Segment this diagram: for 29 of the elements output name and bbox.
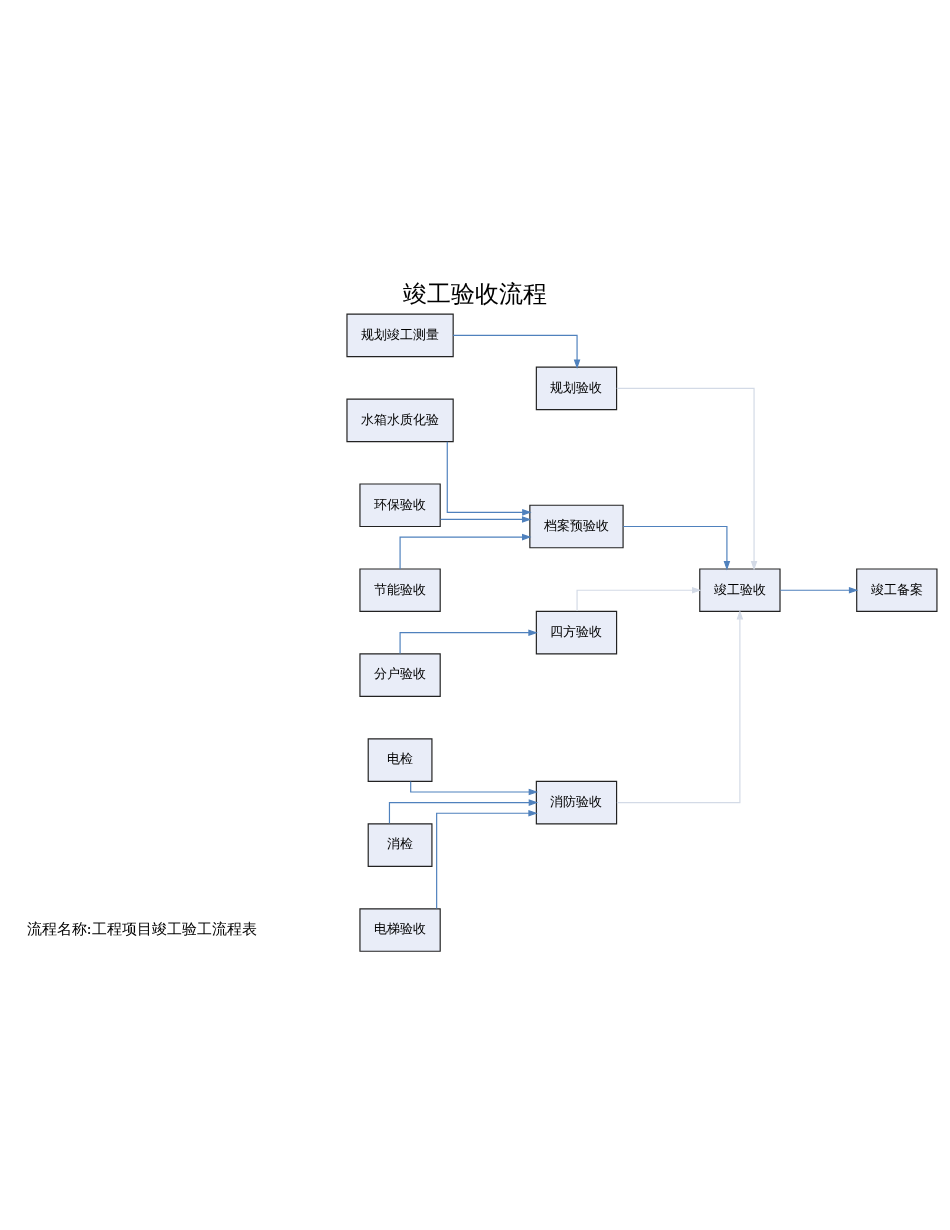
node-box: 环保验收 (359, 483, 441, 528)
arrow (439, 516, 532, 523)
arrow (388, 799, 539, 824)
node-box: 规划竣工测量 (346, 313, 454, 358)
label: 流程名称:工程项目竣工验工流程表 (26, 920, 257, 939)
arrow (410, 780, 539, 796)
arrow (399, 533, 532, 570)
arrow (576, 586, 702, 612)
arrow (779, 586, 859, 594)
node-box: 四方验收 (535, 610, 618, 655)
arrow (622, 525, 731, 571)
arrow (436, 809, 538, 910)
arrow (399, 629, 538, 655)
node-box: 水箱水质化验 (346, 398, 454, 443)
arrow (616, 609, 744, 804)
node-box: 竣工备案 (856, 568, 938, 613)
node-box: 竣工验收 (699, 568, 781, 613)
diagram-title: 竣工验收流程 (403, 280, 547, 309)
node-box: 档案预验收 (529, 504, 624, 549)
node-box: 消防验收 (535, 780, 618, 825)
node-box: 电检 (367, 738, 433, 782)
arrow (452, 334, 581, 369)
node-box: 节能验收 (359, 568, 441, 613)
node-box: 消检 (367, 823, 433, 867)
arrow (616, 387, 758, 571)
node-box: 规划验收 (535, 366, 618, 411)
node-box: 分户验收 (359, 653, 441, 697)
arrow (446, 441, 532, 516)
node-box: 电梯验收 (359, 908, 441, 952)
